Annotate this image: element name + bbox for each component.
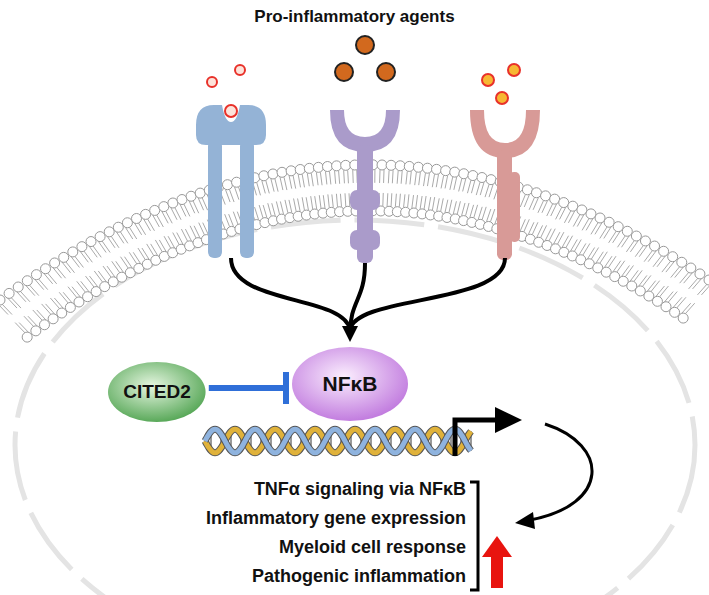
inhibition-connector [209, 372, 286, 404]
ligand-yellow [482, 64, 520, 104]
node-label: CITED2 [123, 381, 191, 403]
signal-arrows [231, 258, 505, 334]
output-label: TNFα signaling via NFκB [254, 479, 466, 500]
increase-arrow [482, 536, 512, 588]
bracket [470, 482, 478, 590]
output-label: Myeloid cell response [279, 537, 466, 558]
transcription-arrow [455, 407, 522, 456]
ligand-small [207, 65, 245, 117]
output-label: Inflammatory gene expression [206, 508, 466, 529]
title: Pro-inflammatory agents [0, 7, 709, 27]
receptor-purple [330, 110, 400, 263]
dna-helix [205, 429, 471, 453]
ligand-large [335, 36, 395, 81]
output-label: Pathogenic inflammation [252, 566, 466, 587]
receptor-blue [196, 105, 266, 258]
nucleus-outline [15, 220, 695, 595]
output-arrow [515, 424, 592, 529]
node-label: NFκB [323, 372, 378, 396]
cell-membrane [0, 160, 709, 342]
receptor-pink [470, 110, 540, 260]
ellipse-node: CITED2 [107, 361, 207, 423]
ellipse-node: NFκB [291, 346, 409, 422]
